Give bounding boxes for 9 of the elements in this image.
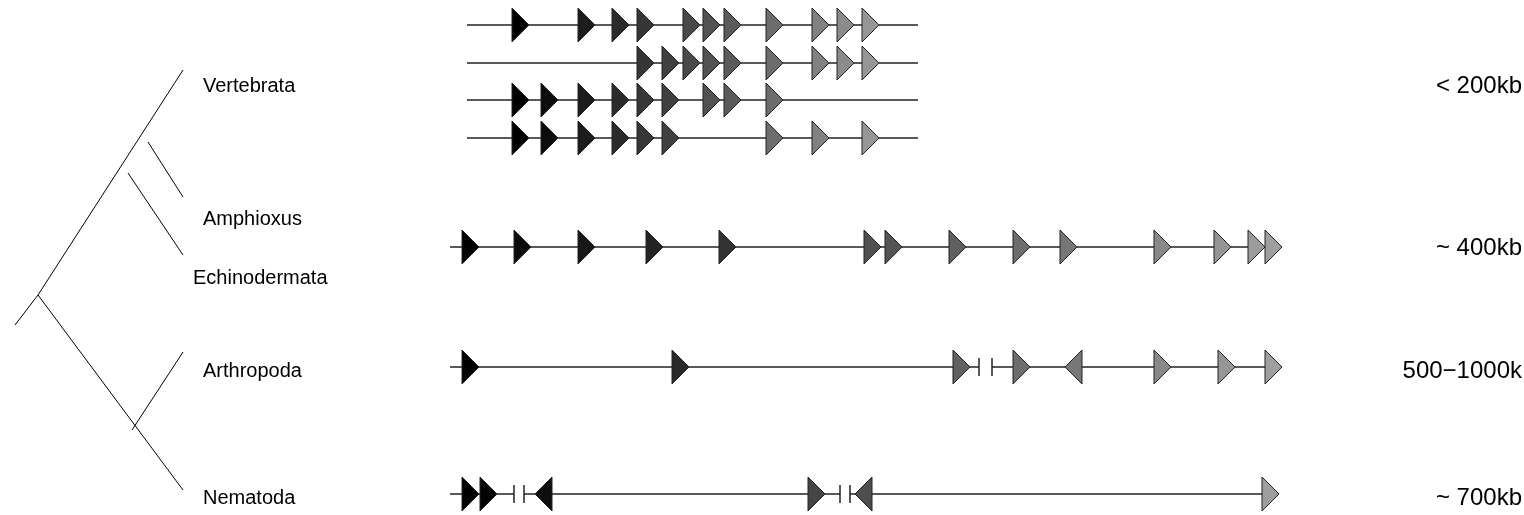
taxon-label: Vertebrata <box>203 73 296 97</box>
cluster-size-label: ~ 700kb <box>1435 483 1522 511</box>
cluster-size-label: < 200kb <box>1435 71 1522 99</box>
taxon-label: Nematoda <box>203 485 296 509</box>
taxon-label: Echinodermata <box>193 265 328 289</box>
taxon-label: Arthropoda <box>203 358 302 382</box>
cluster-size-label: 500−1000k <box>1402 356 1522 384</box>
cluster-size-label: ~ 400kb <box>1435 233 1522 261</box>
taxon-label: Amphioxus <box>203 206 302 230</box>
